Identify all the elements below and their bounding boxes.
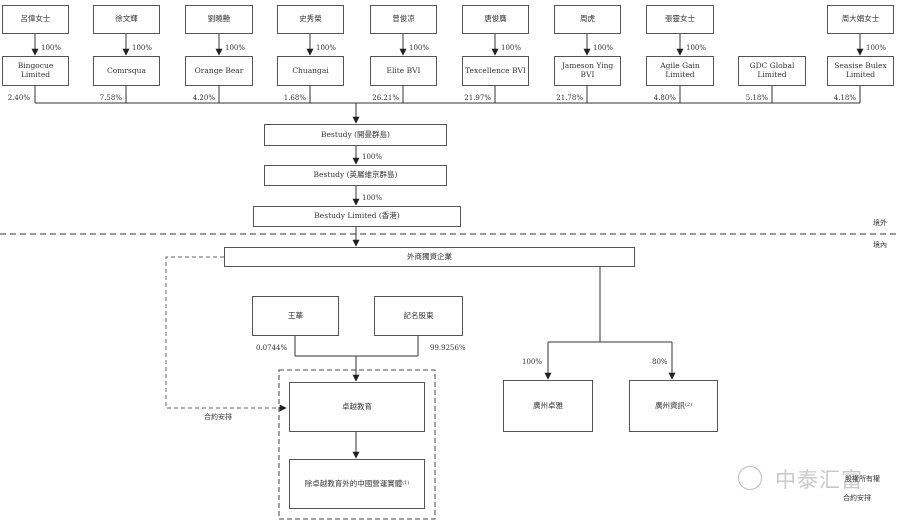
pct-top-label: 26.21%	[372, 94, 399, 102]
bestudy-hk: Bestudy Limited (香港)	[253, 206, 461, 227]
bestudy-cayman: Bestudy (開曼群島)	[264, 124, 447, 146]
pct-top-label: 1.68%	[283, 94, 306, 102]
sub2-pct: 80%	[652, 358, 668, 366]
shareholder-person-6: 唐俊膺	[462, 5, 529, 34]
sub1-pct: 100%	[522, 358, 543, 366]
sub2-label: 廣州資訊	[654, 400, 685, 410]
pct-label: 100%	[866, 44, 887, 52]
holding-entity-2: Comrsqua	[93, 56, 160, 86]
wechat-icon	[738, 466, 762, 490]
pct-top-label: 7.58%	[99, 94, 122, 102]
vie-subsidiaries-box: 除卓越教育外的中國營運實體(1)	[289, 459, 425, 509]
bestudy-bvi: Bestudy (英屬維京群島)	[264, 165, 447, 186]
shareholder-person-7: 周虎	[554, 5, 621, 34]
vie-sub-note: (1)	[402, 480, 410, 487]
pct-top-label: 4.20%	[192, 94, 215, 102]
pct-label: 100%	[362, 153, 383, 161]
legend-contract: 合約安排	[843, 494, 871, 502]
holding-entity-5: Elite BVI	[370, 56, 437, 86]
holding-entity-4: Chuangai	[277, 56, 344, 86]
pct-top-label: 4.18%	[833, 94, 856, 102]
shareholder-person-4: 史秀榮	[277, 5, 344, 34]
offshore-label: 境外	[873, 219, 887, 227]
shareholder-person-3: 劉曉艶	[185, 5, 253, 34]
pct-label: 100%	[316, 44, 337, 52]
pct-label: 100%	[686, 44, 707, 52]
shareholder-person-10: 周大娟女士	[827, 5, 894, 34]
shareholder-person-5: 曾俊凉	[370, 5, 437, 34]
shareholder-person-2: 徐文輝	[93, 5, 160, 34]
vie-sub-label: 除卓越教育外的中國營運實體	[304, 478, 403, 488]
holding-entity-1: Bingocue Limited	[2, 56, 69, 86]
pct-label: 100%	[41, 44, 62, 52]
pct-label: 100%	[593, 44, 614, 52]
watermark-brand: 中泰汇富	[775, 468, 863, 492]
holding-entity-3: Orange Bear	[185, 56, 253, 86]
legend-ownership: 股權所有權	[845, 475, 880, 483]
sub2-box: 廣州資訊(2)	[629, 380, 718, 432]
pct-label: 100%	[225, 44, 246, 52]
pct-label: 100%	[132, 44, 153, 52]
sub2-note: (2)	[684, 402, 693, 409]
vie-entity-box: 卓越教育	[289, 382, 425, 432]
holding-entity-6: Texcellence BVI	[462, 56, 529, 86]
pct-top-label: 21.97%	[464, 94, 491, 102]
sub1-box: 廣州卓雅	[503, 380, 593, 432]
registered-shareholders-box: 記名股東	[374, 296, 463, 336]
wfoe-box: 外商獨資企業	[224, 247, 635, 267]
shareholder-person-1: 呂偉女士	[2, 5, 69, 34]
pct-label: 100%	[409, 44, 430, 52]
holding-entity-9: GDC Global Limited	[738, 56, 806, 86]
pct-label: 100%	[362, 194, 383, 202]
wang-hua-box: 王華	[252, 296, 339, 336]
pct-top-label: 2.40%	[7, 94, 30, 102]
holding-entity-10: Seasise Bulex Limited	[827, 56, 894, 86]
pct-top-label: 5.18%	[745, 94, 768, 102]
holding-entity-7: Jameson Ying BVI	[554, 56, 621, 86]
shareholder-person-8: 張靈女士	[646, 5, 714, 34]
registered-pct: 99.9256%	[430, 344, 466, 352]
pct-label: 100%	[501, 44, 522, 52]
pct-top-label: 21.78%	[556, 94, 583, 102]
contract-label: 合約安排	[204, 413, 232, 421]
wang-pct: 0.0744%	[256, 344, 288, 352]
holding-entity-8: Agile Gain Limited	[646, 56, 714, 86]
pct-top-label: 4.80%	[653, 94, 676, 102]
onshore-label: 境內	[873, 241, 887, 249]
